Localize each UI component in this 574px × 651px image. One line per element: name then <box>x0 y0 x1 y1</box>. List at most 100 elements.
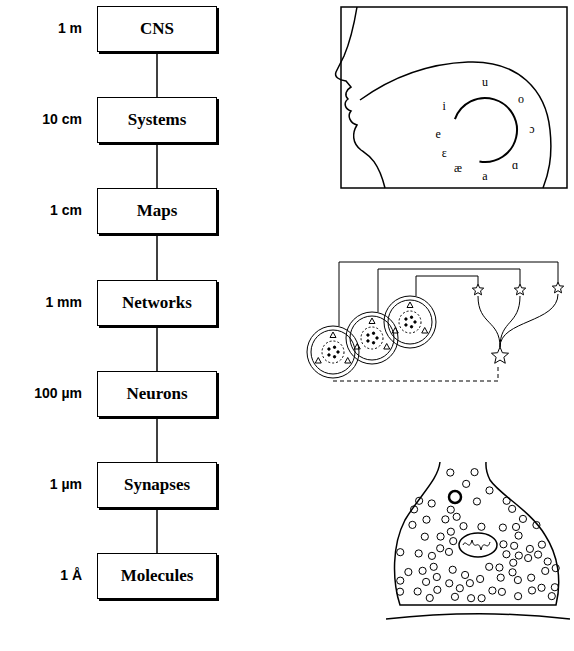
level-connector <box>156 419 158 462</box>
synaptic-vesicle <box>460 523 467 530</box>
synaptic-vesicle <box>419 567 426 574</box>
synaptic-vesicle <box>473 498 480 505</box>
column-circle <box>384 296 436 348</box>
scale-label: 1 m <box>58 21 82 36</box>
synaptic-vesicle <box>533 521 540 528</box>
synaptic-vesicle <box>396 588 403 595</box>
cell-triangle <box>354 344 360 350</box>
cell-dot <box>333 356 335 358</box>
dense-vesicle <box>449 491 461 503</box>
cell-triangle <box>345 358 351 364</box>
panel-frame <box>341 7 567 188</box>
level-connector <box>156 328 158 371</box>
synaptic-vesicle <box>445 548 452 555</box>
level-box: Networks <box>97 280 217 326</box>
synaptic-vesicle <box>416 497 423 504</box>
level-box: Molecules <box>97 553 217 599</box>
synaptic-vesicle <box>397 577 404 584</box>
synaptic-vesicle <box>478 595 485 602</box>
core-circle <box>322 341 344 363</box>
vowel-symbol: e <box>436 128 441 141</box>
synaptic-vesicle <box>497 574 504 581</box>
vowel-symbol: æ <box>454 162 462 175</box>
dendrite-wire <box>500 294 558 347</box>
scale-label: 10 cm <box>42 112 82 127</box>
synaptic-vesicle <box>503 551 510 558</box>
level-connector <box>156 236 158 280</box>
synaptic-vesicle <box>509 569 516 576</box>
vowel-symbol: i <box>443 100 446 113</box>
synaptic-vesicle <box>515 552 522 559</box>
level-name: Systems <box>128 111 187 130</box>
column-circle <box>346 312 398 364</box>
synaptic-vesicle <box>519 515 526 522</box>
cell-dot <box>337 351 339 353</box>
synaptic-vesicle <box>453 513 460 520</box>
synaptic-vesicle <box>430 563 437 570</box>
level-name: Neurons <box>126 385 187 404</box>
synaptic-vesicle <box>421 533 428 540</box>
synaptic-vesicle <box>434 586 441 593</box>
vowel-symbol: ɛ <box>442 147 447 160</box>
cell-dot <box>376 337 378 339</box>
synaptic-vesicle <box>515 532 522 539</box>
level-connector <box>156 510 158 553</box>
neuron-symbol <box>552 282 563 293</box>
synaptic-vesicle <box>414 588 421 595</box>
synaptic-vesicle <box>489 587 496 594</box>
level-box: Neurons <box>97 371 217 417</box>
synaptic-vesicle <box>548 593 555 600</box>
synaptic-vesicle <box>449 566 456 573</box>
column-circle <box>350 316 394 360</box>
synaptic-vesicle <box>447 506 454 513</box>
synaptic-bouton <box>395 462 559 605</box>
synaptic-vesicle <box>498 588 505 595</box>
vowel-symbol: ɔ <box>529 123 534 136</box>
cell-dot <box>372 342 374 344</box>
synaptic-vesicle <box>510 559 517 566</box>
synaptic-vesicle <box>528 574 535 581</box>
synapse-figure <box>386 462 570 619</box>
cell-triangle <box>407 302 413 308</box>
cell-dot <box>410 316 412 318</box>
column-circle <box>388 300 432 344</box>
column-circle <box>307 326 359 378</box>
vowel-symbol: ɑ <box>512 159 518 172</box>
synaptic-vesicle <box>534 551 541 558</box>
neuron-symbol <box>514 284 525 295</box>
synaptic-vesicle <box>415 550 422 557</box>
synaptic-vesicle <box>514 593 521 600</box>
dendrite-wire <box>500 296 520 347</box>
synaptic-vesicle <box>544 558 551 565</box>
palate-line <box>360 62 551 188</box>
synaptic-vesicle <box>551 584 558 591</box>
synaptic-vesicle <box>525 554 532 561</box>
synaptic-vesicle <box>552 565 559 572</box>
synaptic-vesicle <box>456 585 463 592</box>
network-wire <box>416 276 478 296</box>
vowel-symbol: o <box>518 93 524 106</box>
synaptic-vesicle <box>447 469 454 476</box>
synaptic-vesicle <box>437 545 444 552</box>
synaptic-vesicle <box>428 500 435 507</box>
scale-label: 1 mm <box>45 295 82 310</box>
synaptic-vesicle <box>509 505 516 512</box>
vowel-symbol: a <box>482 170 487 183</box>
core-circle <box>399 311 421 333</box>
cell-dot <box>328 354 330 356</box>
cell-dot <box>367 334 369 336</box>
scale-label: 1 Å <box>60 568 82 583</box>
core-circle <box>361 327 383 349</box>
dendrite-wire <box>478 296 500 347</box>
feedback-wire <box>333 366 498 381</box>
synaptic-vesicle <box>450 538 457 545</box>
vowel-arc <box>455 98 517 162</box>
face-profile <box>336 7 385 188</box>
synaptic-vesicle <box>538 541 545 548</box>
level-name: Networks <box>122 294 192 313</box>
synaptic-vesicle <box>471 469 478 476</box>
synaptic-vesicle <box>442 516 449 523</box>
level-name: Maps <box>137 202 178 221</box>
level-box: CNS <box>97 6 217 52</box>
synaptic-vesicle <box>526 545 533 552</box>
